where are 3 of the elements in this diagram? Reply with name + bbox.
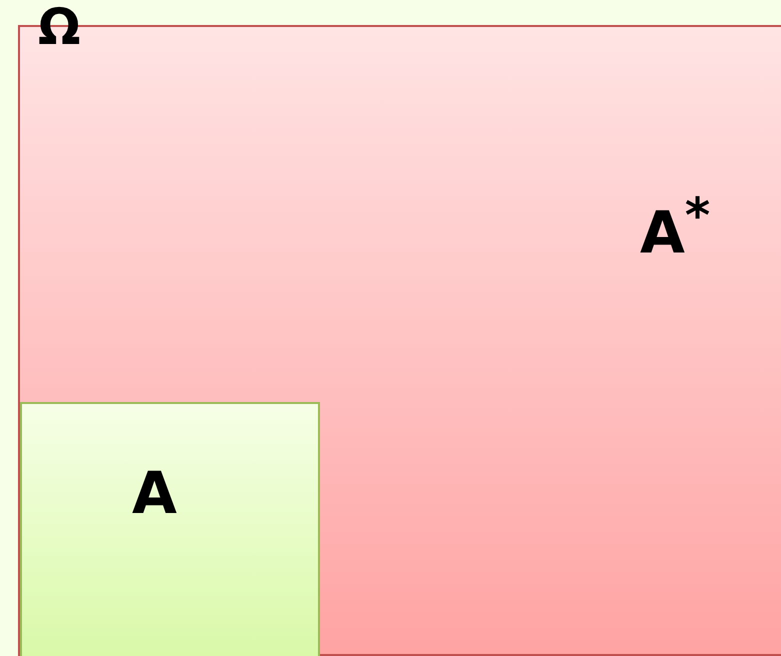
- set-region: [20, 402, 320, 656]
- set-label: A$^{*}$: [640, 192, 710, 262]
- set-label: A: [132, 464, 177, 522]
